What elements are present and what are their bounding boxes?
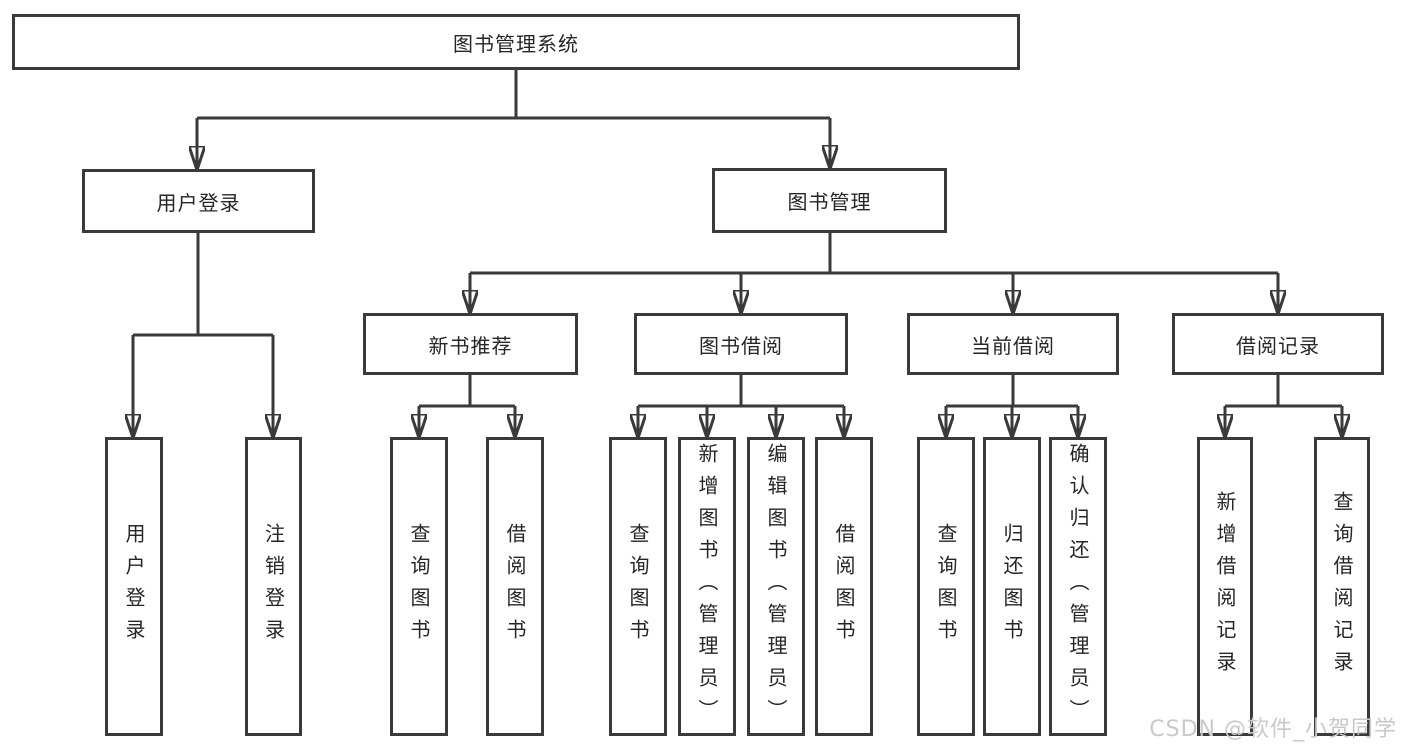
leaf-borrow-query-book: 查询图书 [609, 437, 667, 736]
leaf-newbook-query-book: 查询图书 [390, 437, 448, 736]
leaf-query-borrow-record-label: 查询借阅记录 [1330, 490, 1354, 683]
leaf-logout-login: 注销登录 [245, 437, 302, 736]
leaf-user-login: 用户登录 [105, 437, 163, 736]
node-borrow-record: 借阅记录 [1172, 313, 1384, 375]
leaf-confirm-return-admin-label: 确认归还（管理员） [1066, 442, 1090, 731]
leaf-edit-book-admin: 编辑图书（管理员） [747, 437, 805, 736]
leaf-add-book-admin: 新增图书（管理员） [678, 437, 736, 736]
leaf-current-query-book: 查询图书 [917, 437, 975, 736]
node-book-management: 图书管理 [712, 168, 947, 233]
leaf-add-borrow-record-label: 新增借阅记录 [1213, 490, 1237, 683]
leaf-edit-book-admin-label: 编辑图书（管理员） [764, 442, 788, 731]
node-new-book-recommend: 新书推荐 [363, 313, 578, 375]
node-user-login: 用户登录 [82, 169, 315, 233]
leaf-add-borrow-record: 新增借阅记录 [1197, 437, 1253, 736]
watermark-text: CSDN @软件_小贺同学 [1149, 717, 1397, 742]
node-current-borrow: 当前借阅 [907, 313, 1119, 375]
leaf-query-borrow-record: 查询借阅记录 [1314, 437, 1370, 736]
leaf-borrow-query-book-label: 查询图书 [626, 522, 650, 651]
node-book-borrow: 图书借阅 [634, 313, 848, 375]
leaf-newbook-borrow-book: 借阅图书 [486, 437, 544, 736]
leaf-return-book: 归还图书 [983, 437, 1041, 736]
leaf-return-book-label: 归还图书 [1000, 522, 1024, 651]
leaf-add-book-admin-label: 新增图书（管理员） [695, 442, 719, 731]
leaf-newbook-borrow-book-label: 借阅图书 [503, 522, 527, 651]
leaf-borrow-book: 借阅图书 [815, 437, 873, 736]
leaf-logout-login-label: 注销登录 [261, 522, 286, 651]
node-root: 图书管理系统 [12, 14, 1020, 70]
leaf-user-login-label: 用户登录 [122, 522, 146, 651]
leaf-borrow-book-label: 借阅图书 [832, 522, 856, 651]
leaf-confirm-return-admin: 确认归还（管理员） [1049, 437, 1107, 736]
leaf-current-query-book-label: 查询图书 [934, 522, 958, 651]
leaf-newbook-query-book-label: 查询图书 [407, 522, 431, 651]
